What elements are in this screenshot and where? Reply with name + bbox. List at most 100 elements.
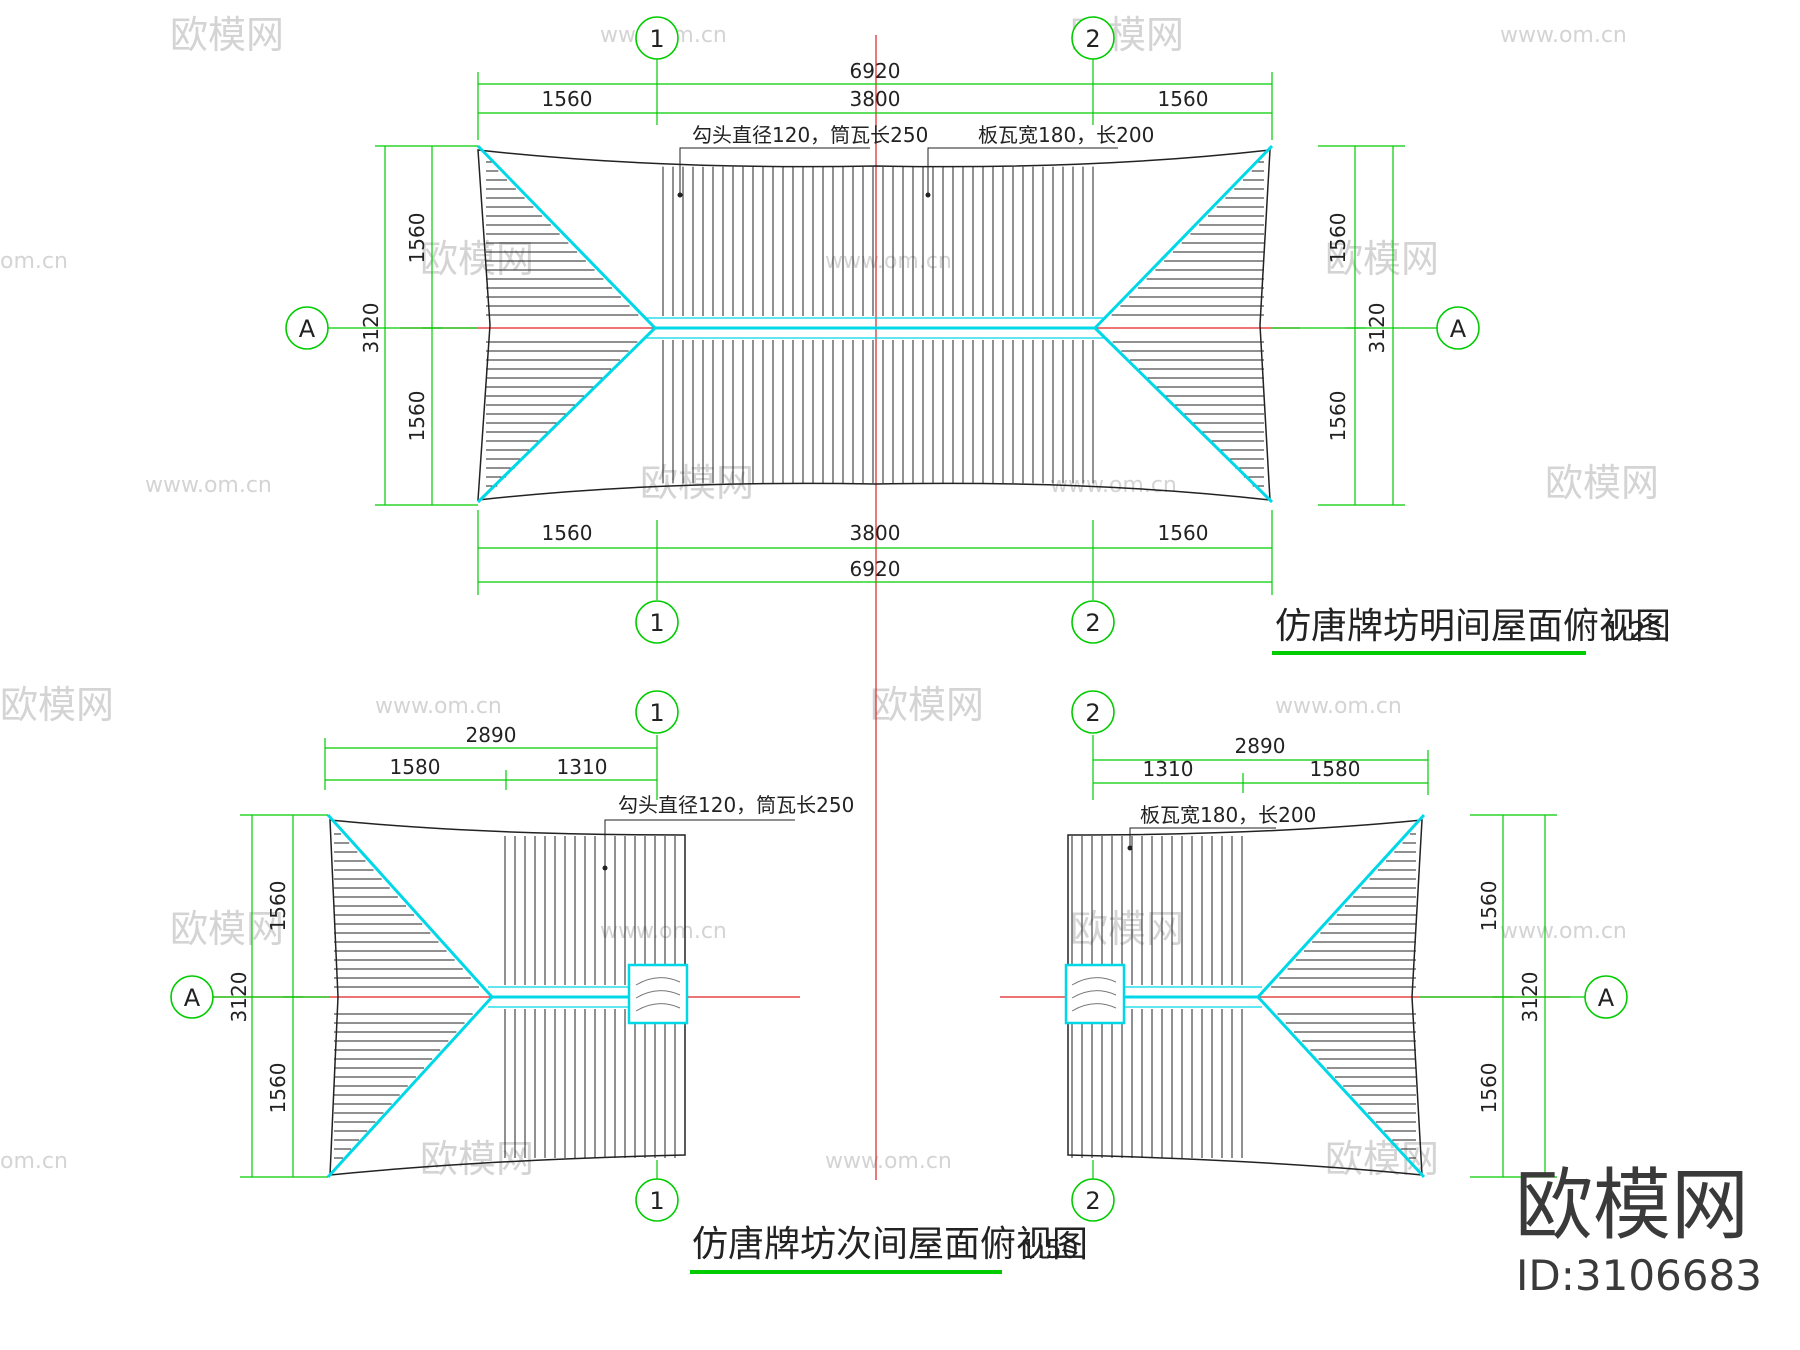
- dim-center-3800: 3800: [850, 87, 901, 111]
- note-board-tile: 板瓦宽180，长200: [978, 123, 1154, 147]
- main-grid-bubbles: [285, 16, 1480, 644]
- watermark-brand: 欧模网: [170, 13, 284, 57]
- watermark-site: www.om.cn: [600, 919, 727, 944]
- right-side-vertical-dimensions: [1470, 814, 1557, 1178]
- dim-total-6920: 6920: [850, 59, 901, 83]
- brand-stamp: 欧模网 ID:3106683: [1515, 1161, 1762, 1300]
- hip-ridge-sw: [476, 326, 657, 504]
- note-cylinder-tile: 勾头直径120，筒瓦长250: [692, 123, 928, 147]
- left-hip-ridge-sw: [326, 995, 494, 1179]
- grid-label-2: 2: [1085, 25, 1100, 53]
- side-roof-tiles: [334, 833, 1416, 1159]
- side-roofs: 2890 1580 1310 3120 1560 1560 2890 1310 …: [170, 690, 1628, 1274]
- watermark-brand: 欧模网: [170, 907, 284, 951]
- grid-bubble-1-top: [635, 690, 679, 734]
- dim-right-1560: 1560: [1158, 521, 1209, 545]
- dim-side-1560-lower: 1560: [405, 391, 429, 442]
- leader-cylinder-tile: [679, 147, 870, 195]
- right-post-grain: [1071, 977, 1117, 1012]
- dim-part-1310: 1310: [1143, 757, 1194, 781]
- grid-bubble-2-bottom: [1071, 600, 1115, 644]
- side-note-leaders: [604, 819, 1276, 868]
- main-top-dimensions: [477, 58, 1273, 140]
- main-drawing-title: 仿唐牌坊明间屋面俯视图: [1275, 606, 1671, 647]
- grid-label-a: A: [184, 984, 201, 1012]
- dim-side-1560-upper: 1560: [405, 213, 429, 264]
- brand-name: 欧模网: [1515, 1161, 1749, 1251]
- main-roof-tiles: [486, 161, 1264, 487]
- hip-ridge-ne: [1093, 144, 1274, 330]
- side-drawing-title: 仿唐牌坊次间屋面俯视图: [692, 1224, 1088, 1265]
- leader-dot: [602, 865, 608, 871]
- leader-dot: [1127, 845, 1133, 851]
- dim-side-1560-upper: 1560: [1477, 881, 1501, 932]
- left-roof-edge: [329, 819, 686, 1176]
- grid-label-1: 1: [649, 609, 664, 637]
- watermark-site: www.om.cn: [1500, 23, 1627, 48]
- left-post-grain: [635, 977, 681, 1012]
- watermark-domain: om.cn: [0, 1149, 68, 1174]
- main-roof-ridges: [476, 144, 1274, 504]
- watermark-site: www.om.cn: [825, 1149, 952, 1174]
- main-bottom-dimensions: [477, 510, 1273, 600]
- grid-label-2: 2: [1085, 699, 1100, 727]
- main-left-dimensions: [375, 145, 478, 506]
- watermark-layer: 欧模网 www.om.cn 欧模网 www.om.cn om.cn 欧模网 ww…: [0, 13, 1659, 1181]
- dim-left-1560: 1560: [542, 521, 593, 545]
- post-caps: [627, 963, 1126, 1025]
- leader-cylinder-tile: [604, 819, 795, 868]
- side-grid-bubble-leads: [213, 996, 1585, 1179]
- grid-label-2: 2: [1085, 1187, 1100, 1215]
- left-side-vertical-dimensions: [240, 814, 328, 1178]
- grid-label-1: 1: [649, 1187, 664, 1215]
- note-board-tile: 板瓦宽180，长200: [1140, 803, 1316, 827]
- watermark-brand: 欧模网: [1325, 237, 1439, 281]
- side-drawing-scale: 1:50: [1020, 1235, 1078, 1265]
- watermark-brand: 欧模网: [870, 683, 984, 727]
- main-drawing-scale: 1:25: [1604, 617, 1662, 647]
- side-roof-outlines: [329, 819, 1423, 1176]
- side-roof-ridges: [326, 813, 1426, 1179]
- dim-left-1560: 1560: [542, 87, 593, 111]
- grid-label-1: 1: [649, 25, 664, 53]
- leader-board-tile: [927, 147, 1118, 195]
- dim-center-3800: 3800: [850, 521, 901, 545]
- watermark-brand: 欧模网: [640, 461, 754, 505]
- dim-side-1560-lower: 1560: [266, 1063, 290, 1114]
- dim-part-1310: 1310: [557, 755, 608, 779]
- main-note-leaders: [679, 147, 1118, 195]
- watermark-site: www.om.cn: [375, 694, 502, 719]
- watermark-site: www.om.cn: [1500, 919, 1627, 944]
- grid-label-a: A: [1598, 984, 1615, 1012]
- main-right-dimensions: [1318, 145, 1405, 506]
- dim-total-6920: 6920: [850, 557, 901, 581]
- hip-ridge-se: [1093, 326, 1274, 504]
- grid-bubble-1-bottom: [635, 600, 679, 644]
- dim-side-1560-lower: 1560: [1326, 391, 1350, 442]
- right-side-top-dimensions: [1092, 735, 1429, 800]
- watermark-brand: 欧模网: [420, 1137, 534, 1181]
- left-post-cap: [627, 963, 689, 1025]
- dim-total-2890: 2890: [1235, 734, 1286, 758]
- dim-side-1560-lower: 1560: [1477, 1063, 1501, 1114]
- left-hip-ridge-nw: [326, 813, 494, 999]
- grid-label-a: A: [299, 315, 316, 343]
- right-post-cap: [1064, 963, 1126, 1025]
- grid-label-a: A: [1450, 315, 1467, 343]
- watermark-site: www.om.cn: [145, 473, 272, 498]
- grid-bubble-1-top: [635, 16, 679, 60]
- grid-bubble-2-top: [1071, 16, 1115, 60]
- side-grid-bubbles: [170, 690, 1628, 1222]
- right-roof-edge: [1067, 819, 1423, 1176]
- right-hip-ridge-ne: [1256, 813, 1426, 999]
- main-roof-edge: [477, 149, 1271, 501]
- right-hip-ridge-se: [1256, 995, 1426, 1179]
- watermark-site: www.om.cn: [1275, 694, 1402, 719]
- leader-dot: [925, 192, 931, 198]
- grid-label-2: 2: [1085, 609, 1100, 637]
- note-cylinder-tile: 勾头直径120，筒瓦长250: [618, 793, 854, 817]
- watermark-domain: om.cn: [0, 249, 68, 274]
- dim-side-1560-upper: 1560: [1326, 213, 1350, 264]
- watermark-site: www.om.cn: [825, 249, 952, 274]
- grid-bubble-2-top: [1071, 690, 1115, 734]
